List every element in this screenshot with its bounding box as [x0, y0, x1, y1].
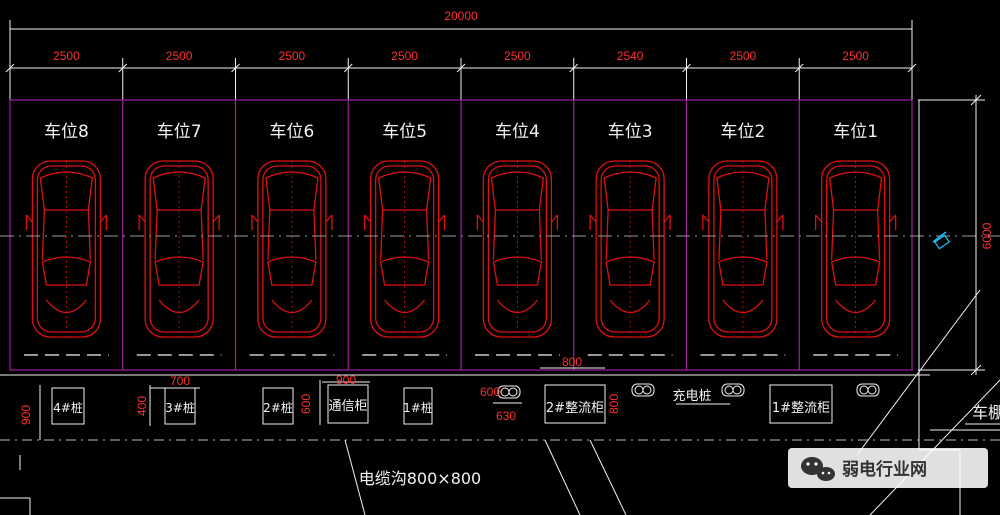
small-unit-width-dim: 630: [496, 409, 516, 423]
total-dimension: 20000: [9, 9, 913, 100]
pile-box-4-label: 4#桩: [53, 400, 83, 415]
pile-box-1: [403, 387, 433, 425]
bay-label: 车位8: [44, 122, 89, 142]
marker-icon: [933, 234, 951, 250]
dimension-tick: [794, 63, 804, 73]
rectifier-1: [769, 384, 833, 424]
bay-label: 车位3: [608, 122, 653, 142]
connector-symbol: [631, 383, 655, 397]
rectifier-1-label: 1#整流柜: [772, 401, 830, 416]
bay-width-label: 2500: [842, 49, 869, 63]
pile-box-1-label: 1#桩: [403, 400, 433, 415]
connector-symbol: [856, 383, 880, 397]
car-outline: [25, 160, 108, 338]
dimension-tick: [231, 63, 240, 73]
car-outline: [363, 160, 446, 338]
equipment-row: 900 4#桩 3#桩 700 400 2#桩 通信柜 900 600 1#桩 …: [19, 355, 880, 488]
connector-symbol: [497, 385, 521, 399]
cabinet-height-dim: 600: [299, 394, 313, 414]
marker-icon: [932, 231, 947, 243]
car-outline: [814, 160, 897, 338]
bay-dimension-line: 2500 2500 2500 2500 2500 2540 2500 2500: [5, 49, 917, 100]
car-outline: [702, 160, 784, 338]
depth-dimension: 6000: [918, 94, 994, 376]
rectifier-2: [544, 384, 606, 424]
dimension-tick: [343, 63, 353, 73]
bay-label: 车位7: [157, 122, 202, 142]
bay-label: 车位4: [495, 122, 540, 142]
shed-label: 车棚: [972, 403, 1000, 422]
cabinet-width-dim: 900: [336, 373, 356, 387]
bay-label: 车位6: [269, 122, 314, 142]
pile-box-3-label: 3#桩: [165, 400, 195, 415]
bay-width-label: 2500: [730, 49, 757, 63]
bay-width-label: 2500: [504, 49, 531, 63]
bay-label: 车位5: [382, 122, 427, 142]
bay-width-label: 2500: [279, 49, 306, 63]
wechat-icon: [801, 457, 823, 475]
rectifier-depth-dim: 800: [607, 394, 621, 414]
watermark: 弱电行业网: [788, 448, 988, 488]
dimension-tick: [456, 63, 466, 73]
small-unit-height-dim: 600: [480, 385, 500, 399]
bay-label: 车位1: [833, 122, 878, 142]
dimension-tick: [5, 63, 15, 73]
spacing-dim: 800: [562, 355, 582, 369]
connector-symbol: [721, 383, 745, 397]
left-vert-dim: 900: [19, 405, 33, 425]
box-width-dim: 700: [170, 374, 190, 388]
bay-width-label: 2500: [53, 49, 80, 63]
pile-box-2: [262, 387, 294, 425]
dimension-tick: [118, 63, 128, 73]
car-outline: [589, 160, 671, 338]
car-outline: [476, 160, 559, 338]
dimension-tick: [682, 63, 691, 73]
car-outline: [251, 160, 333, 338]
box-height-dim: 400: [135, 396, 149, 416]
car-outline: [138, 160, 220, 338]
parking-bays: 车位8 车位7 车位6 车位5 车位4 车位3 车位2 车位1: [9, 99, 913, 371]
bay-width-label: 2500: [391, 49, 418, 63]
depth-label: 6000: [980, 222, 994, 249]
pile-box-2-label: 2#桩: [263, 400, 293, 415]
dimension-tick: [907, 63, 917, 73]
charger-label: 充电桩: [672, 388, 711, 404]
comm-cabinet: [327, 384, 369, 424]
watermark-text: 弱电行业网: [842, 459, 927, 480]
bay-width-label: 2500: [166, 49, 193, 63]
bay-label: 车位2: [720, 122, 765, 142]
bay-width-label: 2540: [617, 49, 644, 63]
comm-cabinet-label: 通信柜: [328, 399, 367, 414]
total-width-label: 20000: [444, 9, 478, 23]
rectifier-2-label: 2#整流柜: [546, 401, 604, 416]
dimension-tick: [569, 63, 579, 73]
pile-box-4: [51, 387, 85, 425]
cable-trench-label: 电缆沟800×800: [359, 469, 482, 488]
